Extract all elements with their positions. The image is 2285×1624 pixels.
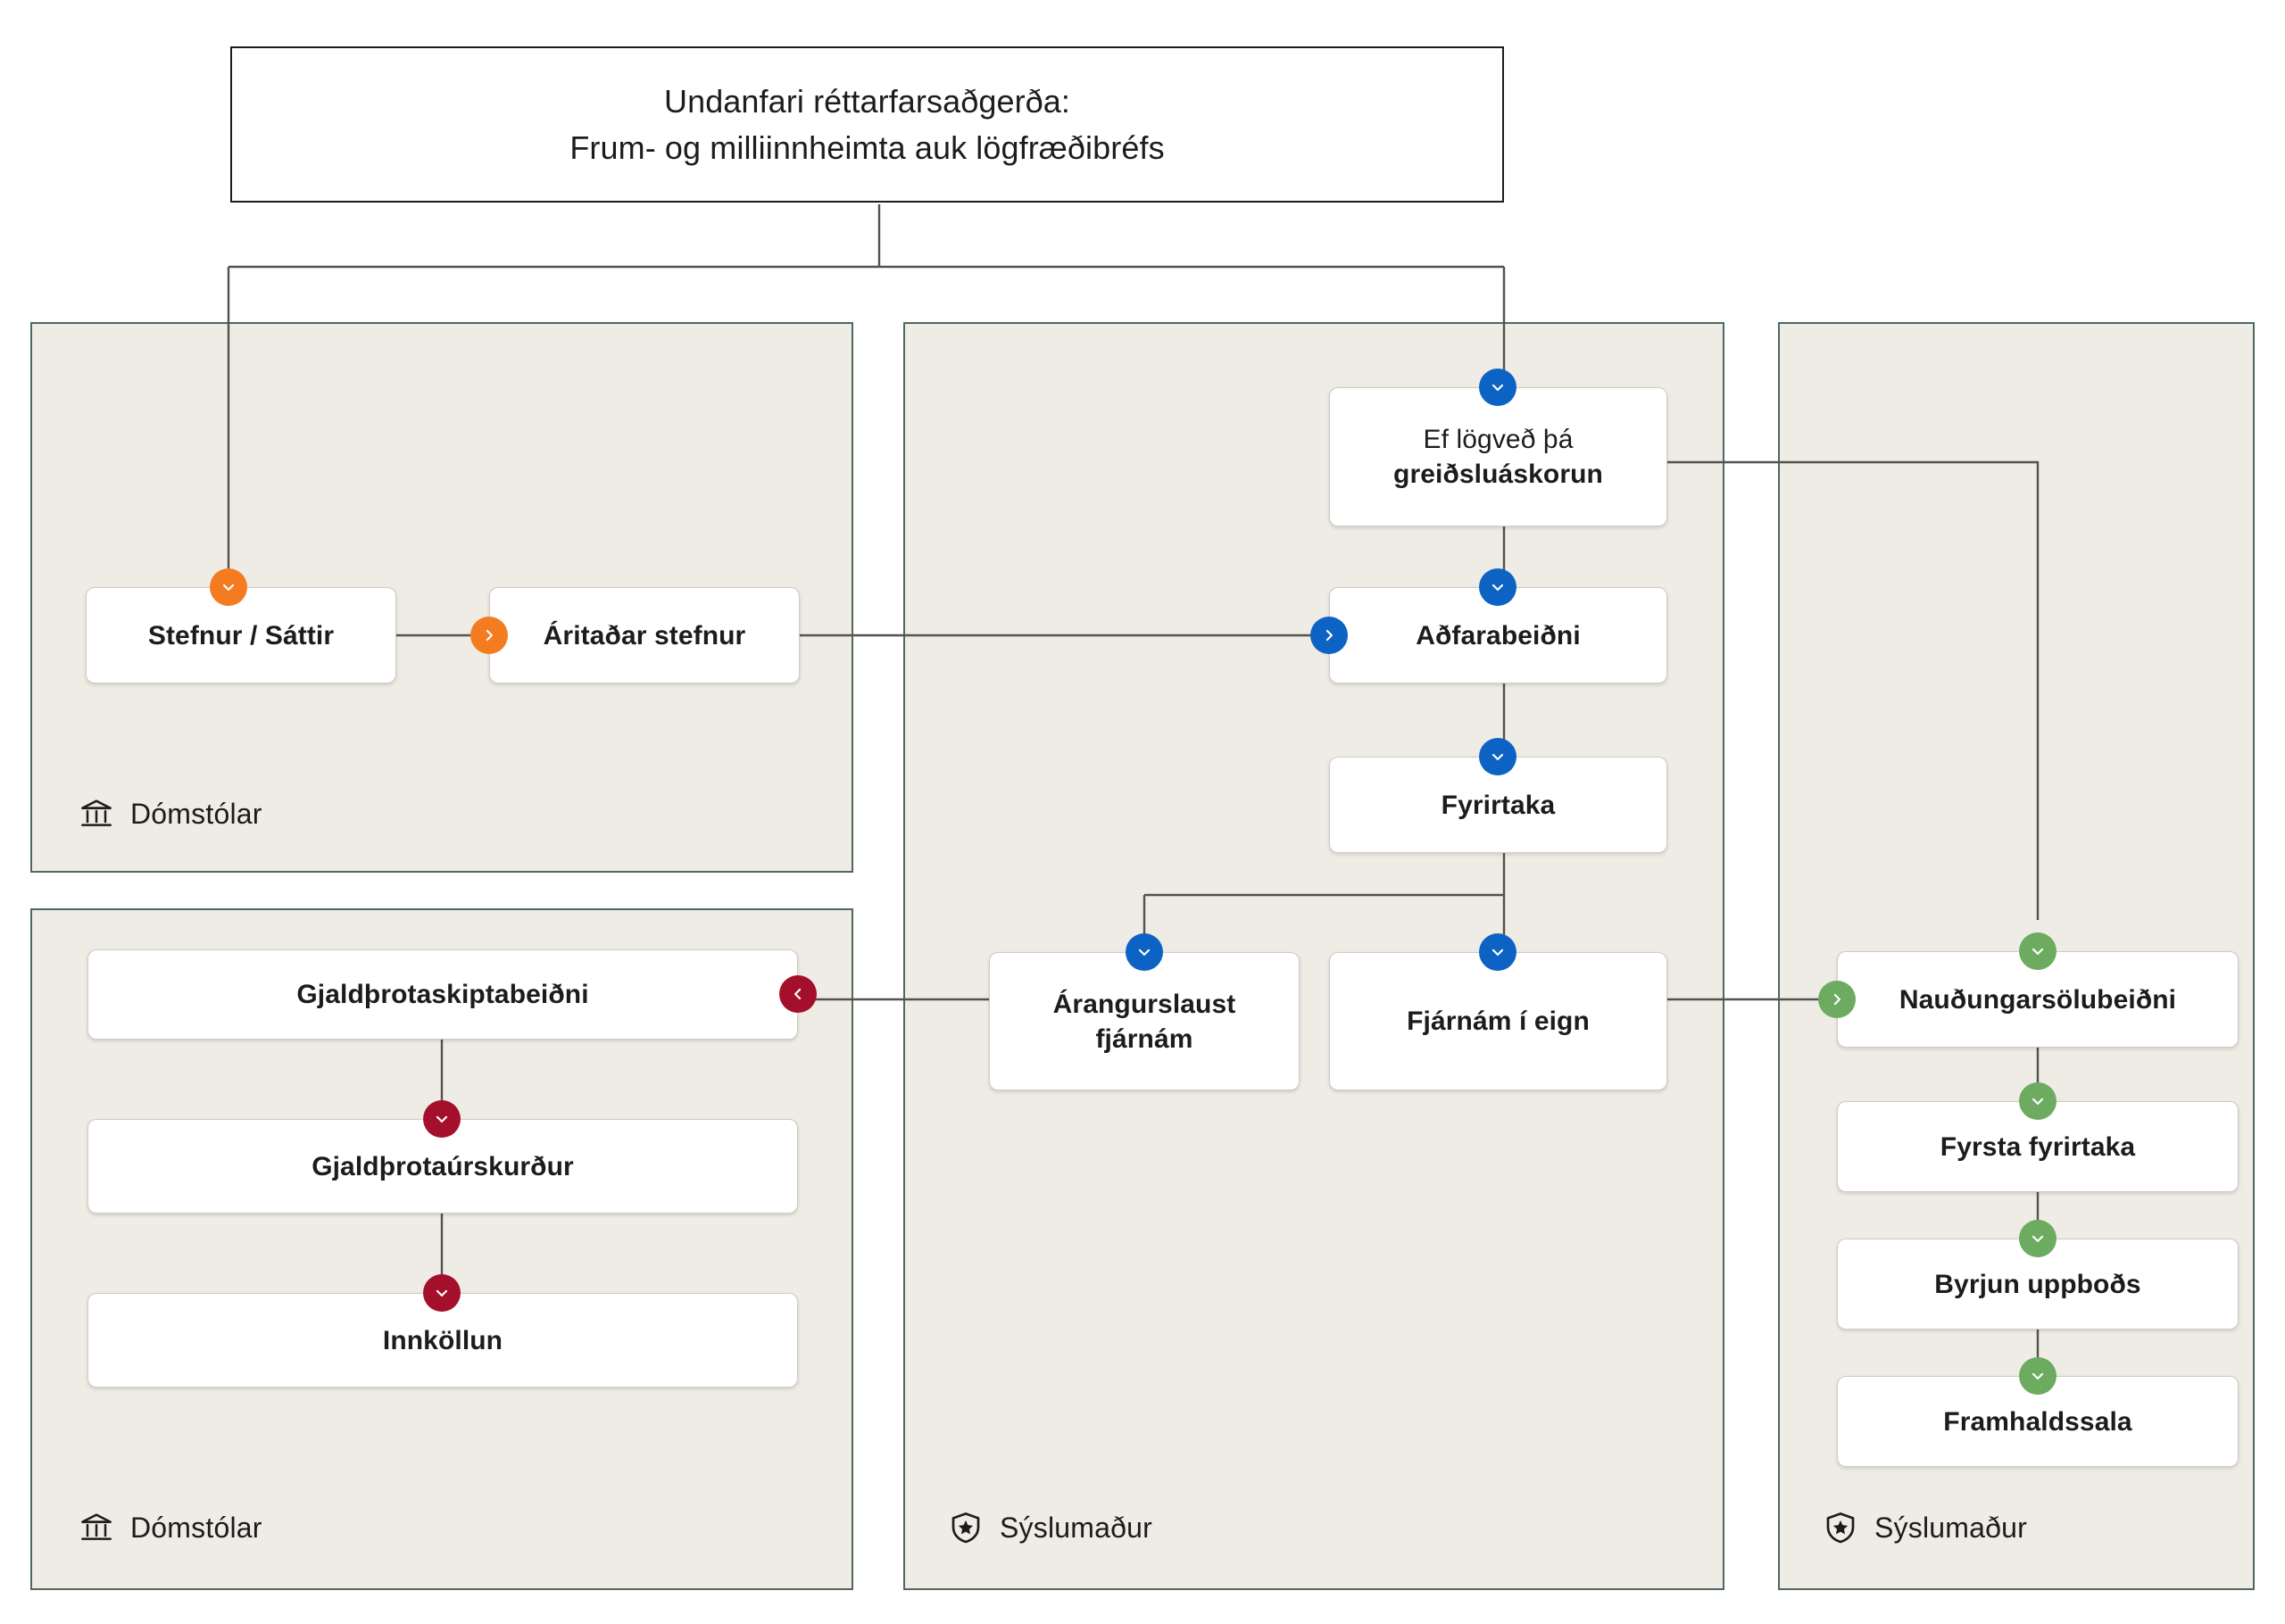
node-label: Innköllun (382, 1325, 503, 1355)
node-label-line-2: fjárnám (1095, 1023, 1193, 1054)
chevron-down-icon[interactable] (1126, 933, 1163, 971)
chevron-down-icon[interactable] (423, 1274, 461, 1312)
node-label-line-1: Ef lögveð þá (1423, 425, 1574, 454)
lane-label: Sýslumaður (1874, 1511, 2027, 1544)
chevron-down-icon[interactable] (2019, 1220, 2056, 1257)
chevron-down-icon[interactable] (2019, 932, 2056, 970)
node-label-line-2: greiðsluáskorun (1393, 460, 1603, 489)
node-label: Gjaldþrotaskiptabeiðni (296, 980, 589, 1009)
chevron-down-icon[interactable] (1479, 933, 1516, 971)
header-title-line-1: Undanfari réttarfarsaðgerða: (663, 83, 1071, 120)
node-label: Áritaðar stefnur (543, 620, 746, 650)
chevron-down-icon[interactable] (423, 1100, 461, 1138)
lane-footer-courts-bottom: Dómstólar (79, 1510, 262, 1545)
shield-star-icon (1826, 1512, 1855, 1544)
node-label: Fyrsta fyrirtaka (1940, 1131, 2136, 1162)
node-label: Byrjun uppboðs (1934, 1269, 2141, 1299)
node-stefnur-sattir[interactable]: Stefnur / Sáttir (86, 587, 396, 684)
chevron-down-icon[interactable] (2019, 1082, 2056, 1120)
chevron-right-icon[interactable] (470, 617, 508, 654)
bank-icon (81, 800, 112, 826)
shield-star-icon (951, 1512, 980, 1544)
lane-footer-sheriff-middle: Sýslumaður (948, 1510, 1152, 1545)
node-label: Árangurslaust fjárnám (1053, 987, 1236, 1056)
chevron-left-icon[interactable] (779, 975, 817, 1013)
chevron-right-icon[interactable] (1818, 981, 1856, 1018)
node-adfarabeidni[interactable]: Aðfarabeiðni (1329, 587, 1667, 684)
lane-label: Dómstólar (130, 797, 262, 830)
lane-footer-sheriff-right: Sýslumaður (1823, 1510, 2027, 1545)
lane-footer-courts-top: Dómstólar (79, 796, 262, 832)
wire-logved-to-naudungarsolu (1667, 460, 2040, 920)
lane-label: Dómstólar (130, 1511, 262, 1544)
node-label: Nauðungarsölubeiðni (1899, 984, 2177, 1015)
node-label: Fyrirtaka (1441, 790, 1556, 820)
chevron-down-icon[interactable] (2019, 1357, 2056, 1395)
node-label: Aðfarabeiðni (1416, 620, 1581, 650)
chevron-down-icon[interactable] (1479, 369, 1516, 406)
node-aritadar-stefnur[interactable]: Áritaðar stefnur (489, 587, 800, 684)
node-ef-logved-greidsluaskorun[interactable]: Ef lögveð þá greiðsluáskorun (1329, 387, 1667, 526)
node-label: Ef lögveð þá greiðsluáskorun (1393, 422, 1603, 492)
node-arangurslaust-fjarnam[interactable]: Árangurslaust fjárnám (989, 952, 1300, 1090)
chevron-down-icon[interactable] (210, 568, 247, 606)
node-label: Fjárnám í eign (1407, 1007, 1590, 1036)
chevron-down-icon[interactable] (1479, 568, 1516, 606)
node-gjaldthrotaskiptabeidni[interactable]: Gjaldþrotaskiptabeiðni (87, 949, 798, 1040)
header-title-line-2: Frum- og milliinnheimta auk lögfræðibréf… (569, 128, 1165, 166)
process-header-box: Undanfari réttarfarsaðgerða: Frum- og mi… (230, 46, 1504, 203)
node-fjarnam-i-eign[interactable]: Fjárnám í eign (1329, 952, 1667, 1090)
node-label: Gjaldþrotaúrskurður (312, 1151, 574, 1181)
node-label: Stefnur / Sáttir (147, 620, 335, 650)
chevron-right-icon[interactable] (1310, 617, 1348, 654)
node-label: Framhaldssala (1943, 1406, 2132, 1437)
chevron-down-icon[interactable] (1479, 738, 1516, 775)
lane-label: Sýslumaður (1000, 1511, 1152, 1544)
node-label-line-1: Árangurslaust (1052, 989, 1236, 1019)
bank-icon (81, 1513, 112, 1540)
